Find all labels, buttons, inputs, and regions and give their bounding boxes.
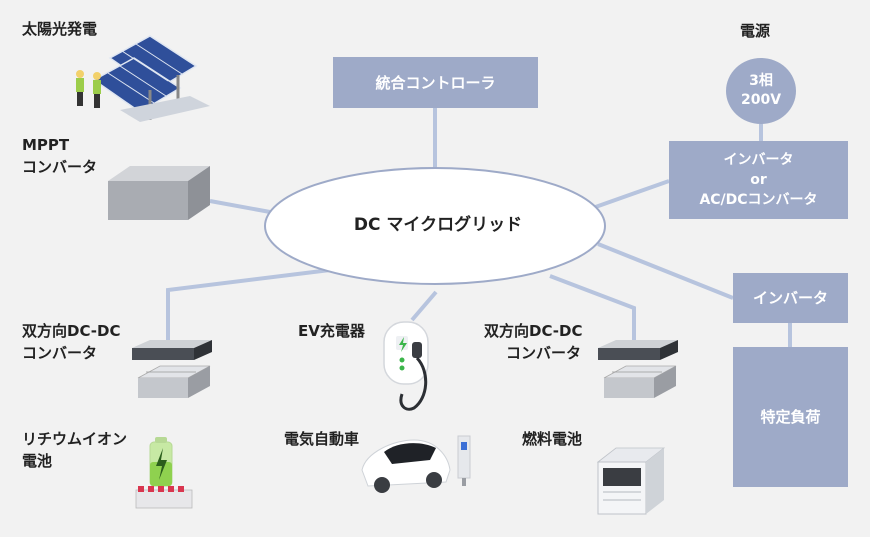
connector-bidir-left xyxy=(166,268,331,342)
lithium-label-line1: リチウムイオン xyxy=(22,430,128,448)
fuel-cell-label: 燃料電池 xyxy=(522,430,583,448)
lithium-label-line2: 電池 xyxy=(22,452,53,470)
dc-microgrid-ellipse xyxy=(264,167,606,285)
power-source-circle: 3相 200V xyxy=(726,58,796,124)
power-source-label: 電源 xyxy=(740,22,771,40)
inverter-box: インバータ xyxy=(733,273,848,323)
bidir-right-label-line1: 双方向DC-DC xyxy=(484,322,583,340)
inverter-or-acdc-line3: AC/DCコンバータ xyxy=(699,192,818,208)
inverter-or-acdc-line1: インバータ xyxy=(723,152,794,168)
specific-load-box: 特定負荷 xyxy=(733,347,848,487)
connector-ev-charger xyxy=(410,290,438,322)
solar-panel-icon xyxy=(76,35,210,122)
mppt-label-line2: コンバータ xyxy=(22,158,98,176)
connector-inverter-acdc xyxy=(586,179,670,212)
inverter-or-acdc-box: インバータ or AC/DCコンバータ xyxy=(669,141,848,219)
power-source-voltage: 200V xyxy=(740,92,782,108)
integrated-controller-box: 統合コントローラ xyxy=(333,57,538,108)
power-source-phase: 3相 xyxy=(749,73,773,89)
dc-microgrid-label: DC マイクログリッド xyxy=(353,215,523,235)
bidir-converter-right-icon xyxy=(598,340,678,398)
connector-inverter xyxy=(597,242,734,300)
electric-car-icon xyxy=(361,435,471,493)
lithium-battery-icon xyxy=(135,437,193,509)
solar-power-label: 太陽光発電 xyxy=(22,20,98,38)
bidir-left-label-line1: 双方向DC-DC xyxy=(22,322,121,340)
bidir-right-label-line2: コンバータ xyxy=(506,344,582,362)
mppt-converter-icon xyxy=(108,166,210,220)
specific-load-label: 特定負荷 xyxy=(760,408,821,426)
inverter-or-acdc-line2: or xyxy=(750,172,767,188)
bidir-left-label-line2: コンバータ xyxy=(22,344,98,362)
connector-lines xyxy=(166,108,792,347)
electric-car-label: 電気自動車 xyxy=(284,430,360,448)
mppt-label-line1: MPPT xyxy=(22,136,70,154)
integrated-controller-label: 統合コントローラ xyxy=(375,73,496,92)
bidir-converter-left-icon xyxy=(132,340,212,398)
fuel-cell-icon xyxy=(596,447,666,515)
inverter-label: インバータ xyxy=(752,289,828,307)
ev-charger-label: EV充電器 xyxy=(298,322,365,340)
ev-charger-icon xyxy=(383,321,429,411)
connector-bidir-right xyxy=(549,274,636,342)
